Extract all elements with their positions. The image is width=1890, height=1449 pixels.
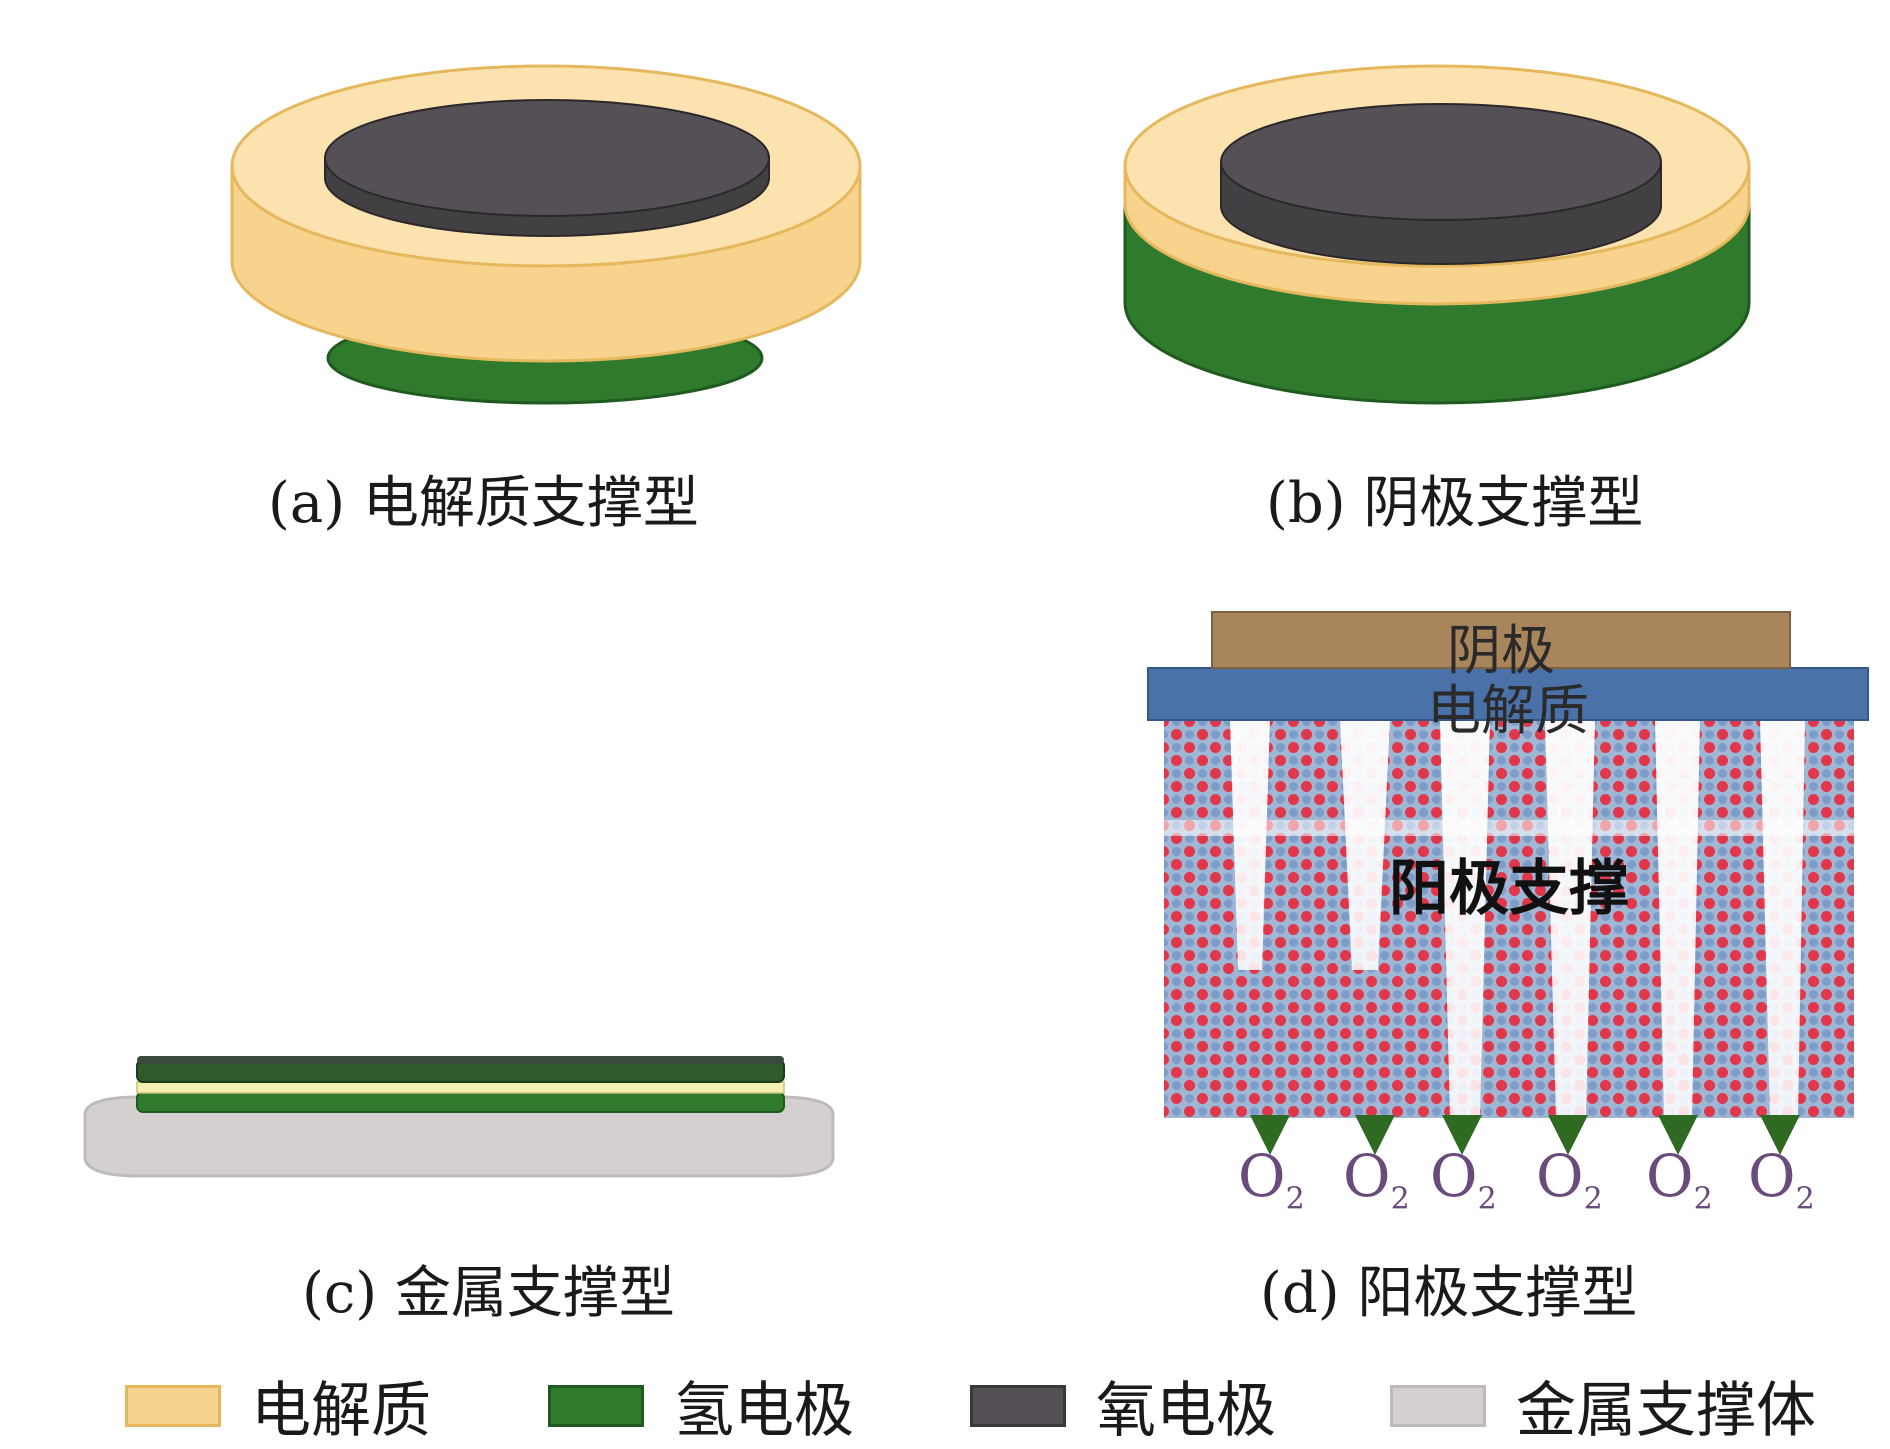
o2-subscript: 2 <box>1795 1181 1815 1217</box>
o2-label: O2 <box>1536 1142 1603 1217</box>
electrolyte-layer-d <box>1147 667 1869 721</box>
legend-hydrogen-electrode: 氢电极 <box>548 1362 854 1449</box>
o2-arrows <box>1250 1010 1800 1155</box>
o2-subscript: 2 <box>1477 1181 1497 1217</box>
legend-label-hydrogen: 氢电极 <box>674 1376 854 1446</box>
metal-support-disc <box>83 1095 835 1178</box>
top-layer-c <box>137 1056 784 1064</box>
o2-label: O2 <box>1646 1142 1713 1217</box>
o2-label: O2 <box>1343 1142 1410 1217</box>
oxygen-electrode-top <box>324 99 770 217</box>
panel-b-cathode-supported <box>1123 64 1751 405</box>
o2-label: O2 <box>1748 1142 1815 1217</box>
anode-support-label: 阳极支撑 <box>1389 854 1629 924</box>
legend-swatch-oxygen <box>970 1384 1066 1427</box>
legend-label-metal: 金属支撑体 <box>1516 1376 1816 1446</box>
oxygen-electrode-top-b <box>1220 103 1662 221</box>
legend-electrolyte: 电解质 <box>125 1362 431 1449</box>
o2-label: O2 <box>1430 1142 1497 1217</box>
panel-d-anode-supported <box>1147 611 1869 1155</box>
panel-a-electrolyte-supported <box>230 64 862 405</box>
cathode-label: 阴极 <box>1447 619 1555 682</box>
anode-pores <box>1164 720 1854 1118</box>
hydrogen-electrode-layer-bottom <box>136 1091 785 1113</box>
o2-subscript: 2 <box>1390 1181 1410 1217</box>
legend-swatch-metal <box>1390 1384 1486 1427</box>
o2-subscript: 2 <box>1583 1181 1603 1217</box>
o2-symbol: O <box>1536 1142 1584 1210</box>
anode-support-block <box>1164 720 1854 1118</box>
legend-swatch-hydrogen <box>548 1384 644 1427</box>
o2-subscript: 2 <box>1285 1181 1305 1217</box>
caption-c: (c) 金属支撑型 <box>302 1261 675 1326</box>
legend-oxygen-electrode: 氧电极 <box>970 1362 1276 1449</box>
o2-symbol: O <box>1343 1142 1391 1210</box>
legend-label-electrolyte: 电解质 <box>251 1376 431 1446</box>
electrolyte-layer-c <box>136 1081 785 1094</box>
cathode-layer-d <box>1211 611 1791 669</box>
o2-symbol: O <box>1646 1142 1694 1210</box>
o2-label: O2 <box>1238 1142 1305 1217</box>
caption-d: (d) 阳极支撑型 <box>1260 1261 1638 1326</box>
caption-b: (b) 阴极支撑型 <box>1266 471 1644 536</box>
electrolyte-label: 电解质 <box>1427 679 1589 742</box>
o2-symbol: O <box>1238 1142 1286 1210</box>
legend-metal-support: 金属支撑体 <box>1390 1362 1816 1449</box>
panel-c-metal-supported <box>83 1056 835 1178</box>
legend-swatch-electrolyte <box>125 1384 221 1427</box>
o2-symbol: O <box>1430 1142 1478 1210</box>
caption-a: (a) 电解质支撑型 <box>268 471 699 536</box>
o2-subscript: 2 <box>1693 1181 1713 1217</box>
o2-symbol: O <box>1748 1142 1796 1210</box>
legend-label-oxygen: 氧电极 <box>1096 1376 1276 1446</box>
